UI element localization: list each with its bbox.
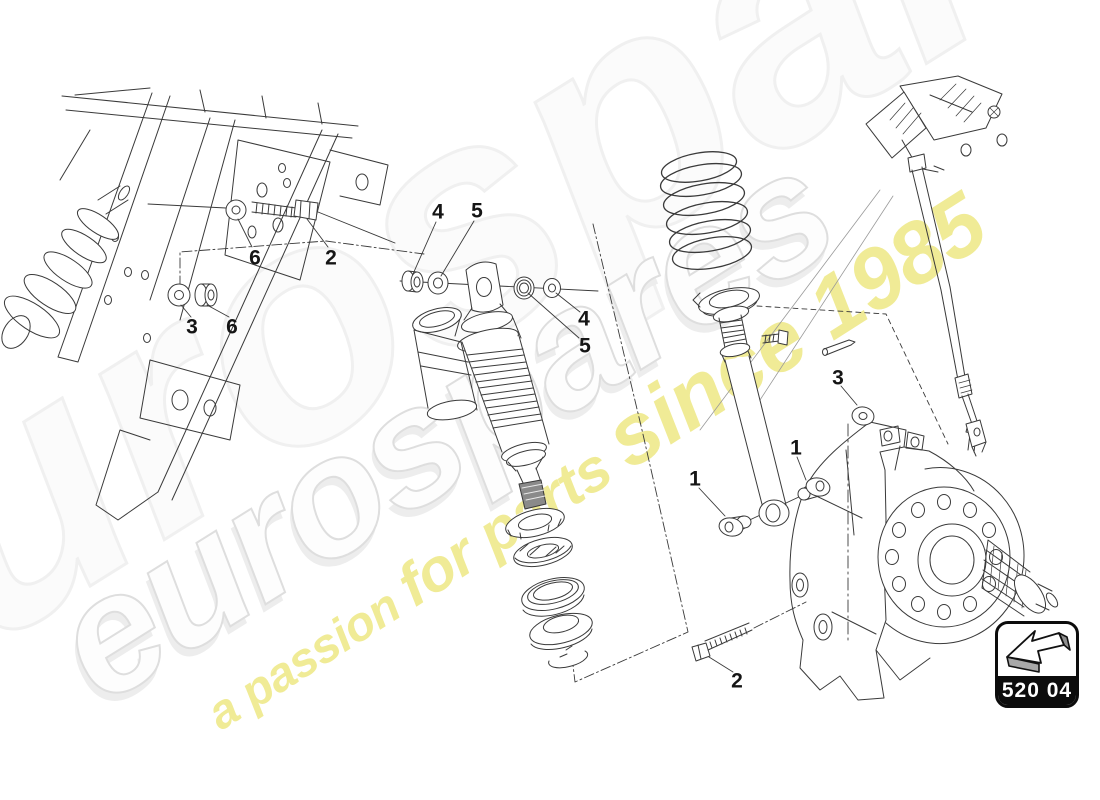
- bolt-washer-top-drawing: [225, 199, 319, 221]
- shock-absorber-left-drawing: [412, 303, 550, 510]
- callout-label-4a: 4: [432, 200, 444, 224]
- callout-label-3a: 3: [186, 315, 198, 339]
- chassis-frame-drawing: [57, 87, 389, 521]
- 3d-arrow-left-icon: [998, 624, 1076, 676]
- construction-lines: [147, 189, 949, 683]
- section-code: 520 04: [998, 676, 1076, 705]
- callout-label-1b: 1: [790, 436, 802, 460]
- section-badge[interactable]: 520 04: [995, 621, 1079, 708]
- callout-label-5a: 5: [471, 199, 483, 223]
- callout-label-6b: 6: [226, 315, 238, 339]
- callout-label-4b: 4: [578, 307, 590, 331]
- callout-label-2b: 2: [731, 669, 743, 693]
- callout-label-5b: 5: [579, 334, 591, 358]
- top-mount-hardware-drawing: [401, 261, 561, 313]
- coil-spring-drawing: [659, 151, 753, 270]
- upper-bracket-pushrod-drawing: [865, 75, 1008, 457]
- washer-nut-left-drawing: [167, 283, 218, 307]
- callout-label-6a: 6: [249, 246, 261, 270]
- callout-label-3b: 3: [832, 366, 844, 390]
- callout-label-2a: 2: [325, 246, 337, 270]
- shock-absorber-right-drawing: [691, 287, 875, 662]
- spring-seat-stack-drawing: [505, 507, 593, 669]
- callout-leader-lines: [180, 218, 858, 673]
- cv-boot-drawing: [1, 185, 131, 349]
- callout-label-1a: 1: [689, 467, 701, 491]
